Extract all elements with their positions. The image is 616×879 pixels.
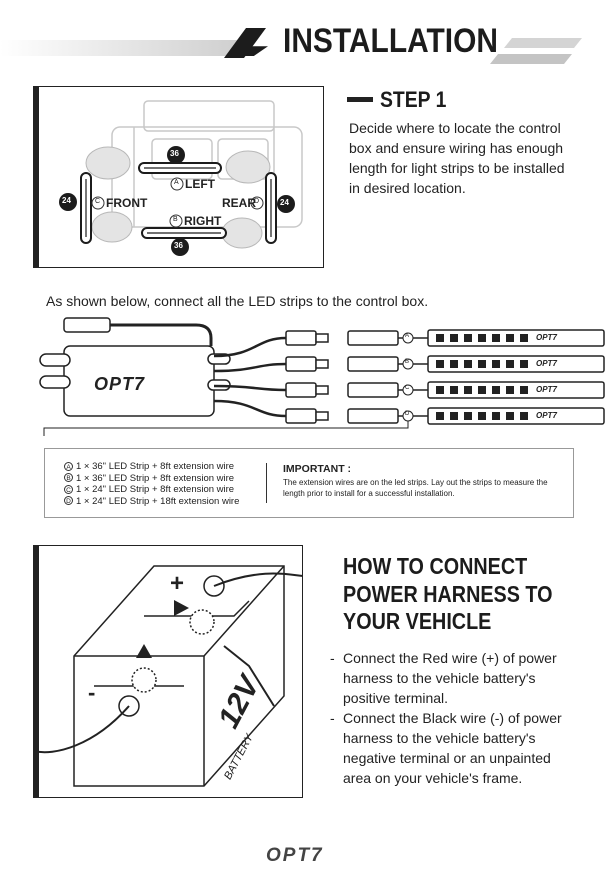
length-badge-front: 24 (62, 196, 71, 205)
page-title: INSTALLATION (283, 22, 498, 60)
strip-logo-d: OPT7 (536, 411, 557, 420)
power-step-1: Connect the Red wire (+) of power harnes… (343, 650, 557, 706)
legend-text: 1 × 36" LED Strip + 8ft extension wire (76, 472, 235, 484)
marker-c: C (95, 198, 101, 205)
legend-text: 1 × 24" LED Strip + 18ft extension wire (76, 495, 240, 507)
list-item: -Connect the Red wire (+) of power harne… (330, 650, 557, 706)
battery-diagram: + - 12V BATTERY (33, 545, 303, 798)
frame-accent-bar (34, 87, 39, 267)
strip-logo-c: OPT7 (536, 385, 557, 394)
port-a: A (405, 333, 410, 339)
important-text: The extension wires are on the led strip… (283, 478, 548, 498)
battery-minus-sign: - (88, 680, 96, 705)
footer-logo-text: OPT7 (266, 845, 324, 866)
step-dash-graphic (347, 97, 373, 102)
label-right: RIGHT (184, 214, 222, 228)
legend-box (44, 448, 574, 518)
header-slash-graphic (224, 28, 266, 58)
power-section-title: HOW TO CONNECT POWER HARNESS TO YOUR VEH… (343, 553, 553, 634)
port-b: B (405, 359, 410, 365)
strip-logo-b: OPT7 (536, 359, 557, 368)
label-front: FRONT (106, 196, 148, 210)
strip-logo-a: OPT7 (536, 333, 557, 342)
marker-a: A (174, 179, 179, 186)
length-badge-rear: 24 (280, 198, 289, 207)
legend-letter: A (64, 461, 73, 471)
length-badge-top: 36 (170, 149, 179, 158)
power-steps-list: -Connect the Red wire (+) of power harne… (330, 648, 580, 788)
wiring-intro: As shown below, connect all the LED stri… (46, 293, 429, 309)
port-c: C (405, 385, 410, 391)
important-title: IMPORTANT : (283, 463, 352, 475)
legend-divider (266, 463, 267, 503)
vehicle-diagram: 36 36 24 24 A B C D LEFT RIGHT FRONT REA… (33, 86, 324, 268)
controller-logo: OPT7 (94, 374, 146, 394)
legend-text: 1 × 36" LED Strip + 8ft extension wire (76, 461, 235, 472)
legend-letter: B (64, 473, 73, 483)
frame-accent-bar (34, 546, 39, 797)
step1-title: STEP 1 (380, 87, 447, 112)
marker-d: D (254, 198, 260, 205)
footer-logo: OPT7 (266, 845, 350, 867)
length-badge-bottom: 36 (174, 241, 183, 250)
battery-plus-sign: + (170, 570, 185, 597)
marker-b: B (173, 216, 178, 223)
label-left: LEFT (185, 177, 215, 191)
legend-letter: C (64, 484, 73, 494)
header-deco-graphic (490, 38, 582, 64)
legend-text: 1 × 24" LED Strip + 8ft extension wire (76, 484, 235, 495)
legend-letter: D (64, 496, 73, 506)
step1-body: Decide where to locate the control box a… (349, 120, 565, 196)
label-rear: REAR (222, 196, 257, 210)
port-d: D (405, 411, 410, 417)
wiring-diagram: OPT7 A B C D OPT7 OPT7 OPT7 OPT7 (36, 316, 616, 436)
list-item: -Connect the Black wire (-) of power har… (330, 710, 562, 786)
power-step-2: Connect the Black wire (-) of power harn… (343, 710, 562, 786)
